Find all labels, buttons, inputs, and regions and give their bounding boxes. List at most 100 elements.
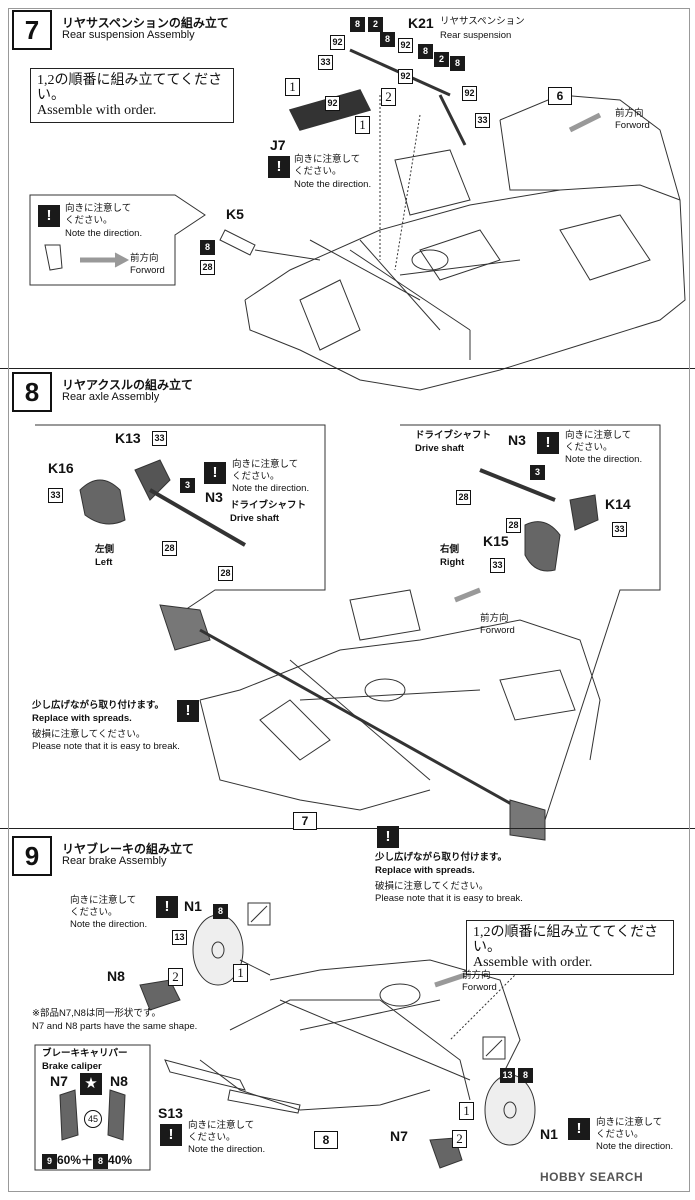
order-note: 1,2の順番に組み立ててください。 Assemble with order.	[466, 920, 674, 975]
drive-shaft-en: Drive shaft	[415, 443, 465, 454]
part-label-k13: K13	[115, 430, 141, 446]
part-label-k14: K14	[605, 496, 631, 512]
decal-number: 45	[84, 1110, 102, 1128]
part-number: 8	[213, 904, 228, 919]
part-number: 8	[200, 240, 215, 255]
order-marker: 1	[233, 964, 248, 982]
caliper-jp: ブレーキキャリパー	[42, 1048, 128, 1059]
part-label-n1: N1	[184, 898, 202, 914]
part-number: 28	[218, 566, 233, 581]
part-label-k21: K21	[408, 15, 434, 31]
paint-pct-a: 60%	[57, 1153, 82, 1167]
drive-shaft-jp: ドライブシャフト	[415, 430, 492, 441]
direction-note-jp2: ください。	[65, 215, 113, 226]
part-label-n7: N7	[50, 1073, 68, 1089]
order-note-jp: 1,2の順番に組み立ててください。	[473, 925, 659, 955]
direction-note-jp2: ください。	[232, 471, 280, 482]
direction-note-jp: 向きに注意して	[232, 459, 299, 470]
part-number: 8	[350, 17, 365, 32]
part-label-s13: S13	[158, 1105, 183, 1121]
decal-star-icon: ★	[80, 1073, 102, 1095]
part-number: 28	[200, 260, 215, 275]
forward-en: Forword	[480, 625, 515, 636]
part-number: 28	[456, 490, 471, 505]
order-marker: 2	[452, 1130, 467, 1148]
direction-note-jp2: ください。	[294, 166, 342, 177]
direction-note-en: Note the direction.	[188, 1144, 266, 1155]
direction-note-jp: 向きに注意して	[294, 154, 361, 165]
break-note-jp: 破損に注意してください。	[375, 881, 489, 892]
part-number: 33	[475, 113, 490, 128]
part-number: 33	[48, 488, 63, 503]
ref-step-box: 7	[293, 812, 317, 830]
order-marker: 2	[168, 968, 183, 986]
forward-jp: 前方向	[615, 108, 644, 119]
spread-note-jp: 少し広げながら取り付けます。	[375, 852, 508, 863]
paint-plus: ＋	[81, 1153, 94, 1167]
k21-jp: リヤサスペンション	[440, 16, 525, 27]
spread-note-en: Replace with spreads.	[32, 713, 132, 724]
side-right-en: Right	[440, 557, 465, 568]
step-number: 7	[12, 10, 52, 50]
caution-icon: !	[568, 1118, 590, 1140]
section-divider	[0, 828, 695, 829]
part-label-n8: N8	[107, 968, 125, 984]
part-number: 92	[398, 38, 413, 53]
direction-note-en: Note the direction.	[294, 179, 372, 190]
part-number: 13	[500, 1068, 515, 1083]
part-number: 3	[530, 465, 545, 480]
caution-icon: !	[537, 432, 559, 454]
step-title-en: Rear suspension Assembly	[62, 29, 195, 41]
forward-jp: 前方向	[462, 970, 491, 981]
forward-en: Forword	[130, 265, 165, 276]
section-divider	[0, 368, 695, 369]
direction-note-jp: 向きに注意して	[70, 895, 137, 906]
step-title-jp: リヤアクスルの組み立て	[62, 378, 194, 392]
direction-note-en: Note the direction.	[596, 1141, 674, 1152]
caution-icon: !	[268, 156, 290, 178]
part-label-n8: N8	[110, 1073, 128, 1089]
forward-jp: 前方向	[480, 613, 509, 624]
part-number: 92	[398, 69, 413, 84]
part-label-n1: N1	[540, 1126, 558, 1142]
step-title-jp: リヤブレーキの組み立て	[62, 842, 195, 856]
side-left-jp: 左側	[95, 544, 115, 555]
part-number: 8	[518, 1068, 533, 1083]
same-shape-note-en: N7 and N8 parts have the same shape.	[32, 1021, 198, 1032]
step-title-jp: リヤサスペンションの組み立て	[62, 16, 229, 30]
step-number: 8	[12, 372, 52, 412]
direction-note-jp: 向きに注意して	[565, 430, 632, 441]
caution-icon: !	[177, 700, 199, 722]
part-label-j7: J7	[270, 137, 286, 153]
drive-shaft-jp: ドライブシャフト	[230, 500, 307, 511]
part-number: 33	[318, 55, 333, 70]
paint-pct-b: 40%	[108, 1153, 133, 1167]
order-marker: 1	[285, 78, 300, 96]
direction-note-en: Note the direction.	[65, 228, 143, 239]
paint-color-a: 9	[42, 1154, 57, 1169]
spread-note-en: Replace with spreads.	[375, 865, 475, 876]
k21-en: Rear suspension	[440, 30, 512, 41]
part-label-k15: K15	[483, 533, 509, 549]
step-number: 9	[12, 836, 52, 876]
order-note: 1,2の順番に組み立ててください。 Assemble with order.	[30, 68, 234, 123]
part-label-n3: N3	[508, 432, 526, 448]
step-title-en: Rear axle Assembly	[62, 391, 160, 403]
direction-note-jp2: ください。	[596, 1129, 644, 1140]
part-number: 92	[330, 35, 345, 50]
part-label-k5: K5	[226, 206, 244, 222]
direction-note-jp2: ください。	[565, 442, 613, 453]
caution-icon: !	[38, 205, 60, 227]
direction-note-en: Note the direction.	[232, 483, 310, 494]
ref-step-box: 6	[548, 87, 572, 105]
caution-icon: !	[204, 462, 226, 484]
direction-note-jp: 向きに注意して	[188, 1120, 255, 1131]
part-number: 3	[180, 478, 195, 493]
part-number: 92	[325, 96, 340, 111]
direction-note-jp2: ください。	[70, 907, 118, 918]
caution-icon: !	[160, 1124, 182, 1146]
caution-icon: !	[156, 896, 178, 918]
forward-en: Forword	[462, 982, 497, 993]
direction-note-jp: 向きに注意して	[596, 1117, 663, 1128]
